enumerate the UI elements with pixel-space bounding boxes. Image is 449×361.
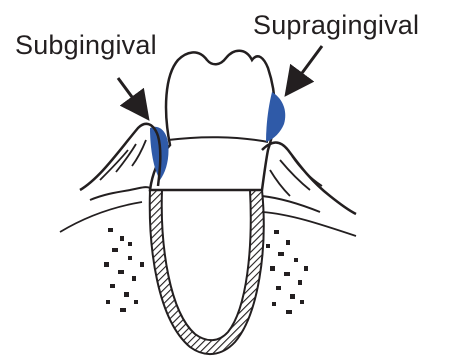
subgingival-arrow bbox=[118, 78, 146, 116]
supragingival-arrow bbox=[288, 46, 322, 92]
tooth-crown bbox=[150, 51, 275, 190]
alveolar-bone-right bbox=[266, 230, 308, 314]
tooth-root bbox=[150, 190, 264, 354]
left-gingiva bbox=[60, 124, 160, 232]
alveolar-bone-left bbox=[104, 228, 144, 312]
right-gingiva bbox=[262, 143, 356, 237]
